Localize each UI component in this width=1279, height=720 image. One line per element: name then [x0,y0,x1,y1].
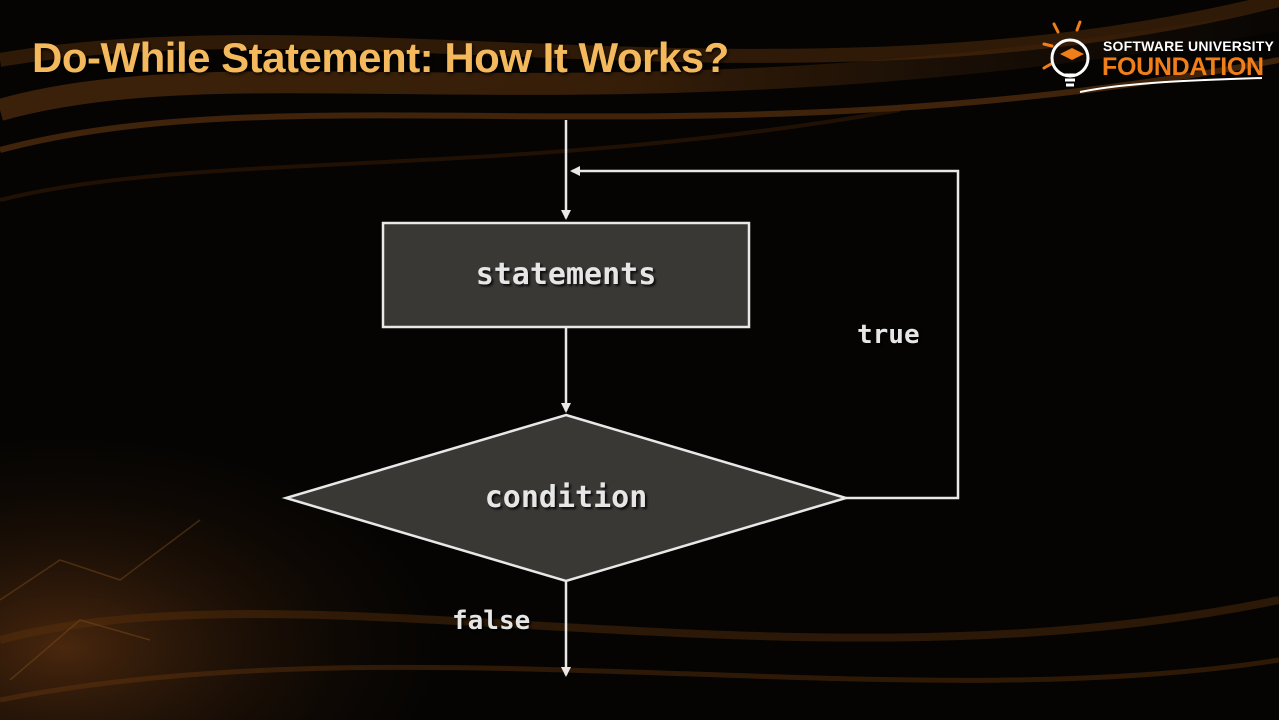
lightbulb-graduation-cap-icon [1042,20,1263,93]
true-loop-arrow [570,166,960,500]
condition-diamond [281,413,851,583]
false-label: false [452,606,531,636]
statements-label: statements [475,257,657,292]
true-label: true [857,320,920,350]
logo-text-bottom: FOUNDATION [1102,53,1264,81]
statements-box [381,221,751,329]
slide-title: Do-While Statement: How It Works? [32,34,729,81]
logo-text-top: SOFTWARE UNIVERSITY [1103,38,1275,54]
condition-label: condition [484,480,648,515]
